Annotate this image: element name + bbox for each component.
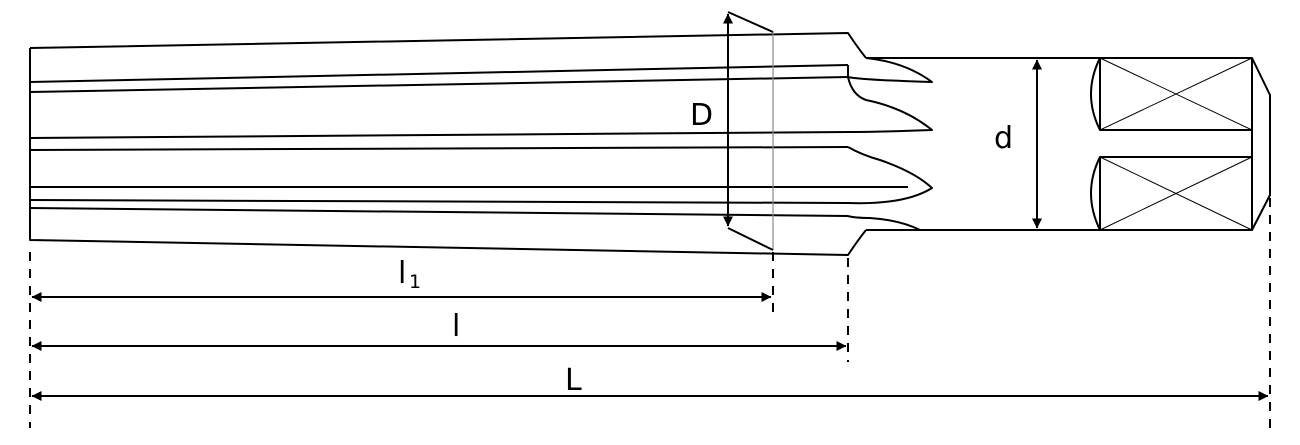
flute-tip bbox=[847, 57, 933, 83]
flute-tip bbox=[847, 215, 921, 231]
flute-tip bbox=[847, 76, 933, 133]
cross-line bbox=[1099, 156, 1253, 231]
flute-line bbox=[29, 199, 849, 204]
dimension-d: d bbox=[994, 59, 1042, 229]
l1-subscript: 1 bbox=[409, 271, 421, 293]
dimension-l: l bbox=[31, 309, 847, 351]
dimension-l1: l 1 bbox=[31, 256, 772, 302]
D-label: D bbox=[690, 98, 713, 133]
shank-outline bbox=[866, 57, 1271, 231]
extension-lines bbox=[29, 198, 1271, 428]
flute-tip bbox=[847, 146, 933, 205]
L-label: L bbox=[565, 363, 582, 398]
dimension-D: D bbox=[690, 11, 774, 251]
flute-line bbox=[29, 64, 849, 83]
square-drive-lower bbox=[1090, 156, 1253, 231]
flute-line bbox=[29, 131, 849, 139]
dimension-L: L bbox=[31, 363, 1269, 401]
shank bbox=[866, 57, 1271, 231]
D-extension-top bbox=[727, 11, 774, 33]
body-outline bbox=[29, 32, 867, 256]
flute-line bbox=[29, 146, 849, 151]
square-drive-upper bbox=[1090, 57, 1253, 131]
d-label: d bbox=[994, 121, 1013, 156]
tapered-body bbox=[29, 32, 933, 256]
cross-line bbox=[1099, 57, 1253, 131]
l-label: l bbox=[452, 309, 460, 344]
l1-label: l bbox=[398, 256, 406, 291]
flute-line bbox=[29, 207, 849, 217]
D-extension-bottom bbox=[727, 227, 774, 251]
flute-line bbox=[29, 76, 849, 93]
